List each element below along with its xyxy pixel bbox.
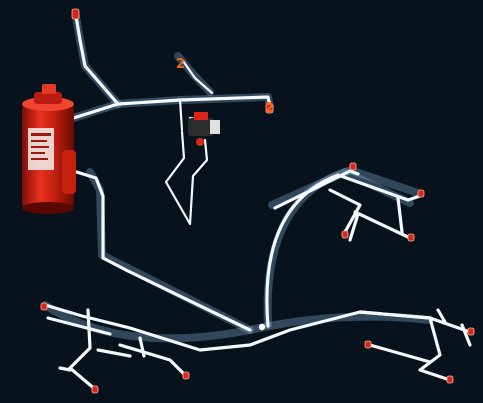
nozzle-floor-right [447,376,453,383]
nozzle-top [72,9,79,19]
nozzle-upper-frame-right [418,190,424,197]
nozzle-floor-left-bottom [92,386,98,393]
nozzle-upper-frame-top [350,163,356,170]
nozzle-upper-frame-left [342,231,348,238]
callout-label-upper: 2 [176,57,185,72]
nozzle-floor-center [183,372,189,379]
floor-junction [259,324,265,330]
agent-cylinder [22,84,76,214]
callout-label-right: 2 [265,101,274,116]
nozzle-floor-left [41,303,47,310]
nozzle-floor-far-right [468,328,474,335]
pipe-glow-layer [45,16,430,338]
nozzle-upper-frame-lower [408,234,414,241]
nozzle-floor-right-mid [365,341,371,348]
